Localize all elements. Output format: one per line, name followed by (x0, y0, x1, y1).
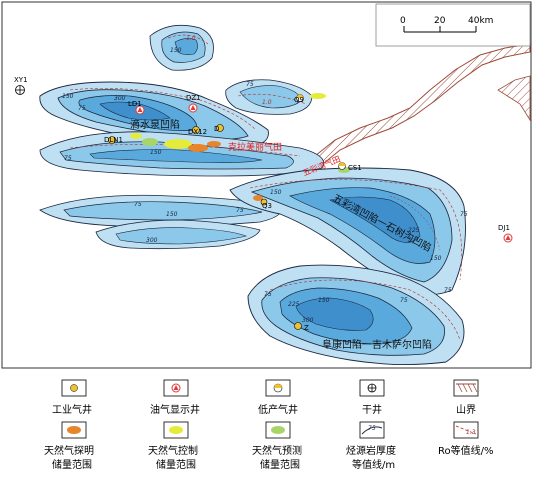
svg-text:75: 75 (78, 105, 86, 112)
mountain-boundary (309, 43, 531, 169)
depression-wucaiwan: 150 75 75 150 225 75 (229, 167, 468, 295)
map-border (1, 1, 532, 369)
well-ld1-label: LD1 (128, 100, 142, 108)
svg-text:150: 150 (318, 297, 330, 304)
legend-proven-label-2: 储量范围 (52, 458, 92, 471)
svg-text:150: 150 (166, 211, 178, 218)
proven-reserve (253, 195, 263, 201)
legend-industrial: 工业气井 (52, 379, 92, 416)
svg-text:150: 150 (170, 47, 182, 54)
well-cs1-label: CS1 (348, 164, 362, 172)
well-q9-label: Q9 (294, 96, 304, 104)
svg-text:75: 75 (246, 81, 254, 88)
well-dx12-label: DX12 (188, 128, 207, 136)
svg-text:150: 150 (62, 93, 74, 100)
well-dln1[interactable]: DLN1 (104, 136, 123, 144)
depression-fukang: 75 225 150 300 75 (247, 264, 465, 366)
legend-predicted-label-2: 储量范围 (260, 458, 300, 471)
legend-industrial-label: 工业气井 (52, 403, 92, 416)
svg-text:150: 150 (270, 189, 282, 196)
svg-text:1.3: 1.3 (466, 429, 476, 436)
well-dln1-label: DLN1 (104, 136, 123, 144)
legend-mountain-label: 山界 (456, 404, 476, 416)
svg-text:1.0: 1.0 (262, 99, 272, 106)
svg-text:225: 225 (288, 301, 300, 308)
legend-predicted: 天然气预测 储量范围 (252, 421, 302, 471)
legend-controlled-label-1: 天然气控制 (148, 444, 198, 457)
well-dz1[interactable]: DZ1 (186, 94, 201, 113)
svg-text:75: 75 (64, 155, 72, 162)
legend-dry-label: 干井 (362, 403, 382, 416)
svg-text:75: 75 (264, 291, 272, 298)
legend-mountain: 山界 (453, 379, 479, 416)
label-klamei: 克拉美丽气田 (228, 141, 282, 153)
svg-text:75: 75 (134, 201, 142, 208)
label-fukang: 阜康凹陷一吉木萨尔凹陷 (322, 338, 432, 351)
svg-text:1.0: 1.0 (186, 35, 196, 42)
svg-text:75: 75 (444, 287, 452, 294)
controlled-reserve (310, 93, 326, 99)
legend-dry: 干井 (359, 379, 385, 416)
well-q3[interactable]: Q3 (260, 198, 272, 210)
svg-text:75: 75 (368, 425, 376, 432)
well-dx12[interactable]: DX12 (188, 126, 207, 137)
legend-thickness-label-2: 等值线/m (352, 458, 395, 471)
well-d[interactable]: D (214, 124, 224, 134)
svg-text:150: 150 (430, 255, 442, 262)
svg-text:300: 300 (114, 95, 126, 102)
well-dj1-label: DJ1 (498, 224, 510, 232)
well-dz1-label: DZ1 (186, 94, 201, 102)
well-z[interactable]: Z (294, 322, 310, 333)
proven-reserve (207, 141, 221, 147)
legend-controlled-label-2: 储量范围 (156, 458, 196, 471)
proven-reserve (188, 144, 208, 152)
svg-text:225: 225 (408, 227, 420, 234)
depression-north: 1.0 150 (149, 24, 214, 71)
svg-text:75: 75 (400, 297, 408, 304)
well-xy1-label: XY1 (14, 76, 28, 84)
legend-predicted-label-1: 天然气预测 (252, 444, 302, 457)
legend-low-prod: 低产气井 (258, 379, 298, 416)
scale-bar: 0 20 40km (375, 3, 531, 47)
reserves (130, 93, 350, 201)
legend-ro: 1.3 Ro等值线/% (438, 421, 494, 457)
well-q9[interactable]: Q9 (294, 94, 304, 105)
well-cs1[interactable]: CS1 (338, 162, 362, 173)
depression-q9: 1.0 75 (225, 79, 313, 115)
predicted-reserve (142, 138, 158, 146)
scale-label-0: 0 (400, 16, 406, 26)
legend-low-prod-label: 低产气井 (258, 403, 298, 416)
well-xy1[interactable]: XY1 (14, 76, 28, 95)
svg-text:150: 150 (150, 149, 162, 156)
legend-thickness: 75 烃源岩厚度 等值线/m (346, 421, 396, 471)
controlled-reserve (130, 133, 142, 139)
well-z-label: Z (304, 324, 309, 332)
legend-proven-label-1: 天然气探明 (44, 444, 94, 457)
svg-text:75: 75 (236, 207, 244, 214)
well-dj1[interactable]: DJ1 (498, 224, 513, 243)
legend-thickness-label-1: 烃源岩厚度 (346, 444, 396, 457)
legend-ro-label: Ro等值线/% (438, 444, 494, 457)
scale-label-20: 20 (434, 16, 446, 26)
depression-middle: 75 150 (39, 131, 325, 177)
legend-proven: 天然气探明 储量范围 (44, 421, 94, 471)
svg-text:75: 75 (460, 211, 468, 218)
label-dishuiquan: 滴水泉凹陷 (130, 118, 180, 131)
svg-text:300: 300 (302, 317, 314, 324)
geologic-map: 1.0 150 150 300 75 1.0 75 75 150 75 150 (1, 1, 532, 369)
well-d-label: D (214, 125, 219, 133)
legend-oil-show: 油气显示井 (150, 379, 200, 416)
legend-oil-show-label: 油气显示井 (150, 403, 200, 416)
scale-label-40km: 40km (468, 16, 493, 26)
well-q3-label: Q3 (262, 202, 272, 210)
well-ld1[interactable]: LD1 (128, 100, 145, 115)
legend-controlled: 天然气控制 储量范围 (148, 421, 198, 471)
depression-lower-west: 75 150 300 (39, 194, 282, 250)
controlled-reserve (164, 139, 192, 149)
legend: 工业气井 油气显示井 低产气井 干井 山界 天然气探明 储量范围 (44, 379, 494, 471)
svg-text:300: 300 (146, 237, 158, 244)
